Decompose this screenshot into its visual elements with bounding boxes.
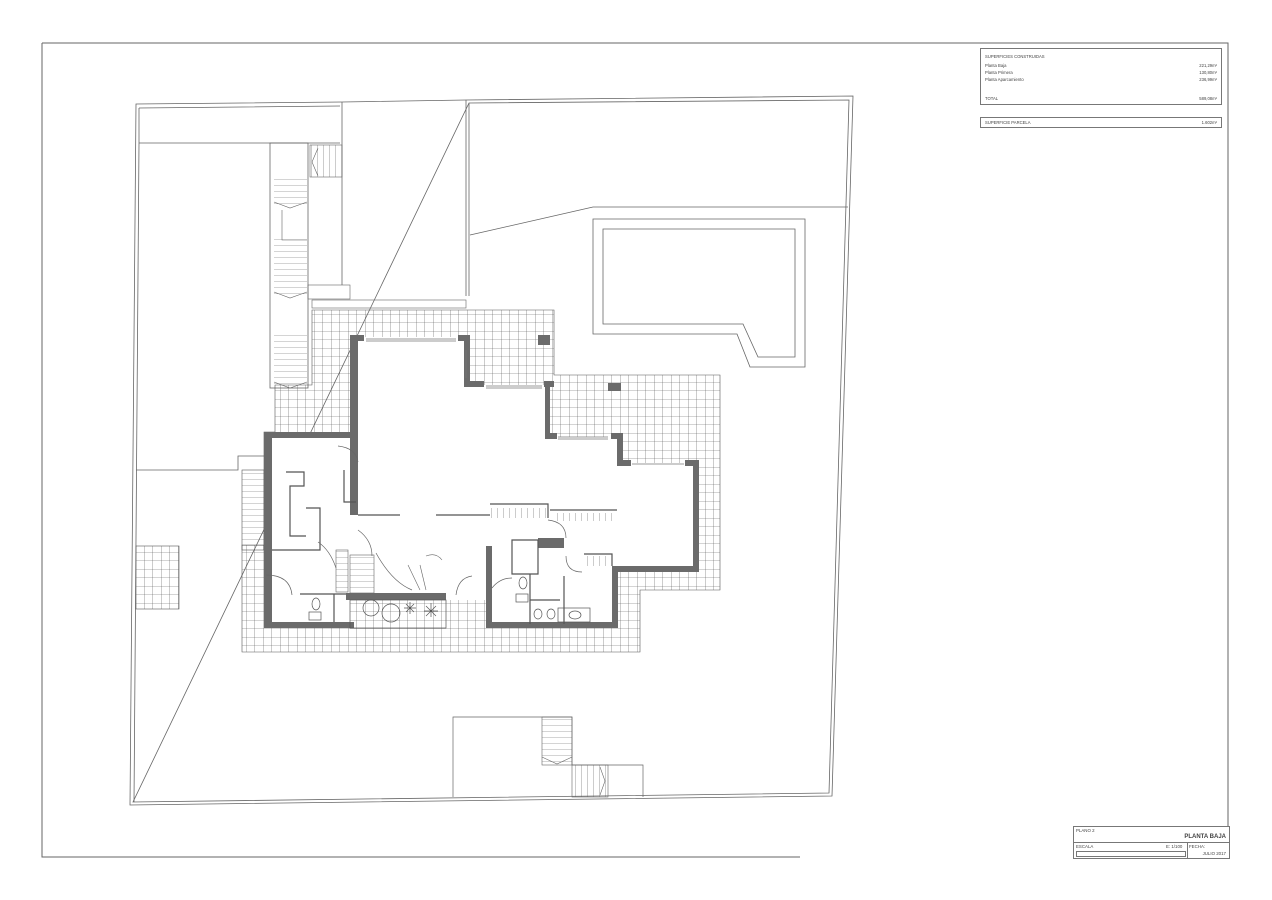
area-label: Planta Baja bbox=[985, 63, 1007, 68]
planter-plants bbox=[349, 599, 447, 629]
plan-number: PLANO 2 bbox=[1076, 828, 1095, 833]
exterior-walls bbox=[264, 335, 699, 628]
area-value: 221,29m² bbox=[1199, 63, 1217, 68]
interior-walls bbox=[272, 470, 617, 624]
door-swings bbox=[265, 445, 583, 596]
plot-value: 1.602m² bbox=[1201, 120, 1217, 125]
date-value: JULIO 2017 bbox=[1202, 851, 1226, 856]
total-value: 589,08m² bbox=[1199, 96, 1217, 101]
south-stair bbox=[452, 716, 644, 798]
areas-table: SUPERFICIES CONSTRUIDAS Planta Baja 221,2… bbox=[980, 48, 1222, 105]
area-label: Planta Primera bbox=[985, 70, 1013, 75]
plot-table: SUPERFICIE PARCELA 1.602m² bbox=[980, 117, 1222, 128]
swimming-pool bbox=[592, 218, 806, 368]
plot-boundary bbox=[129, 95, 854, 806]
scale-value: E: 1/100 bbox=[1166, 844, 1183, 849]
areas-table-title: SUPERFICIES CONSTRUIDAS bbox=[985, 54, 1045, 59]
plan-name: PLANTA BAJA bbox=[1184, 834, 1226, 840]
interior-stair bbox=[335, 508, 614, 594]
bathroom-fixtures bbox=[308, 576, 591, 623]
scale-label: ESCALA bbox=[1076, 844, 1094, 849]
area-value: 130,80m² bbox=[1199, 70, 1217, 75]
windows bbox=[366, 338, 684, 465]
area-value: 236,99m² bbox=[1199, 77, 1217, 82]
plot-label: SUPERFICIE PARCELA bbox=[985, 120, 1031, 125]
title-block: PLANO 2 PLANTA BAJA ESCALA E: 1/100 FECH… bbox=[1073, 826, 1230, 859]
date-label: FECHA: bbox=[1189, 844, 1206, 849]
area-label: Planta Aparcamiento bbox=[985, 77, 1024, 82]
total-label: TOTAL bbox=[985, 96, 999, 101]
north-stair bbox=[269, 142, 467, 389]
scale-bar bbox=[1076, 851, 1186, 857]
